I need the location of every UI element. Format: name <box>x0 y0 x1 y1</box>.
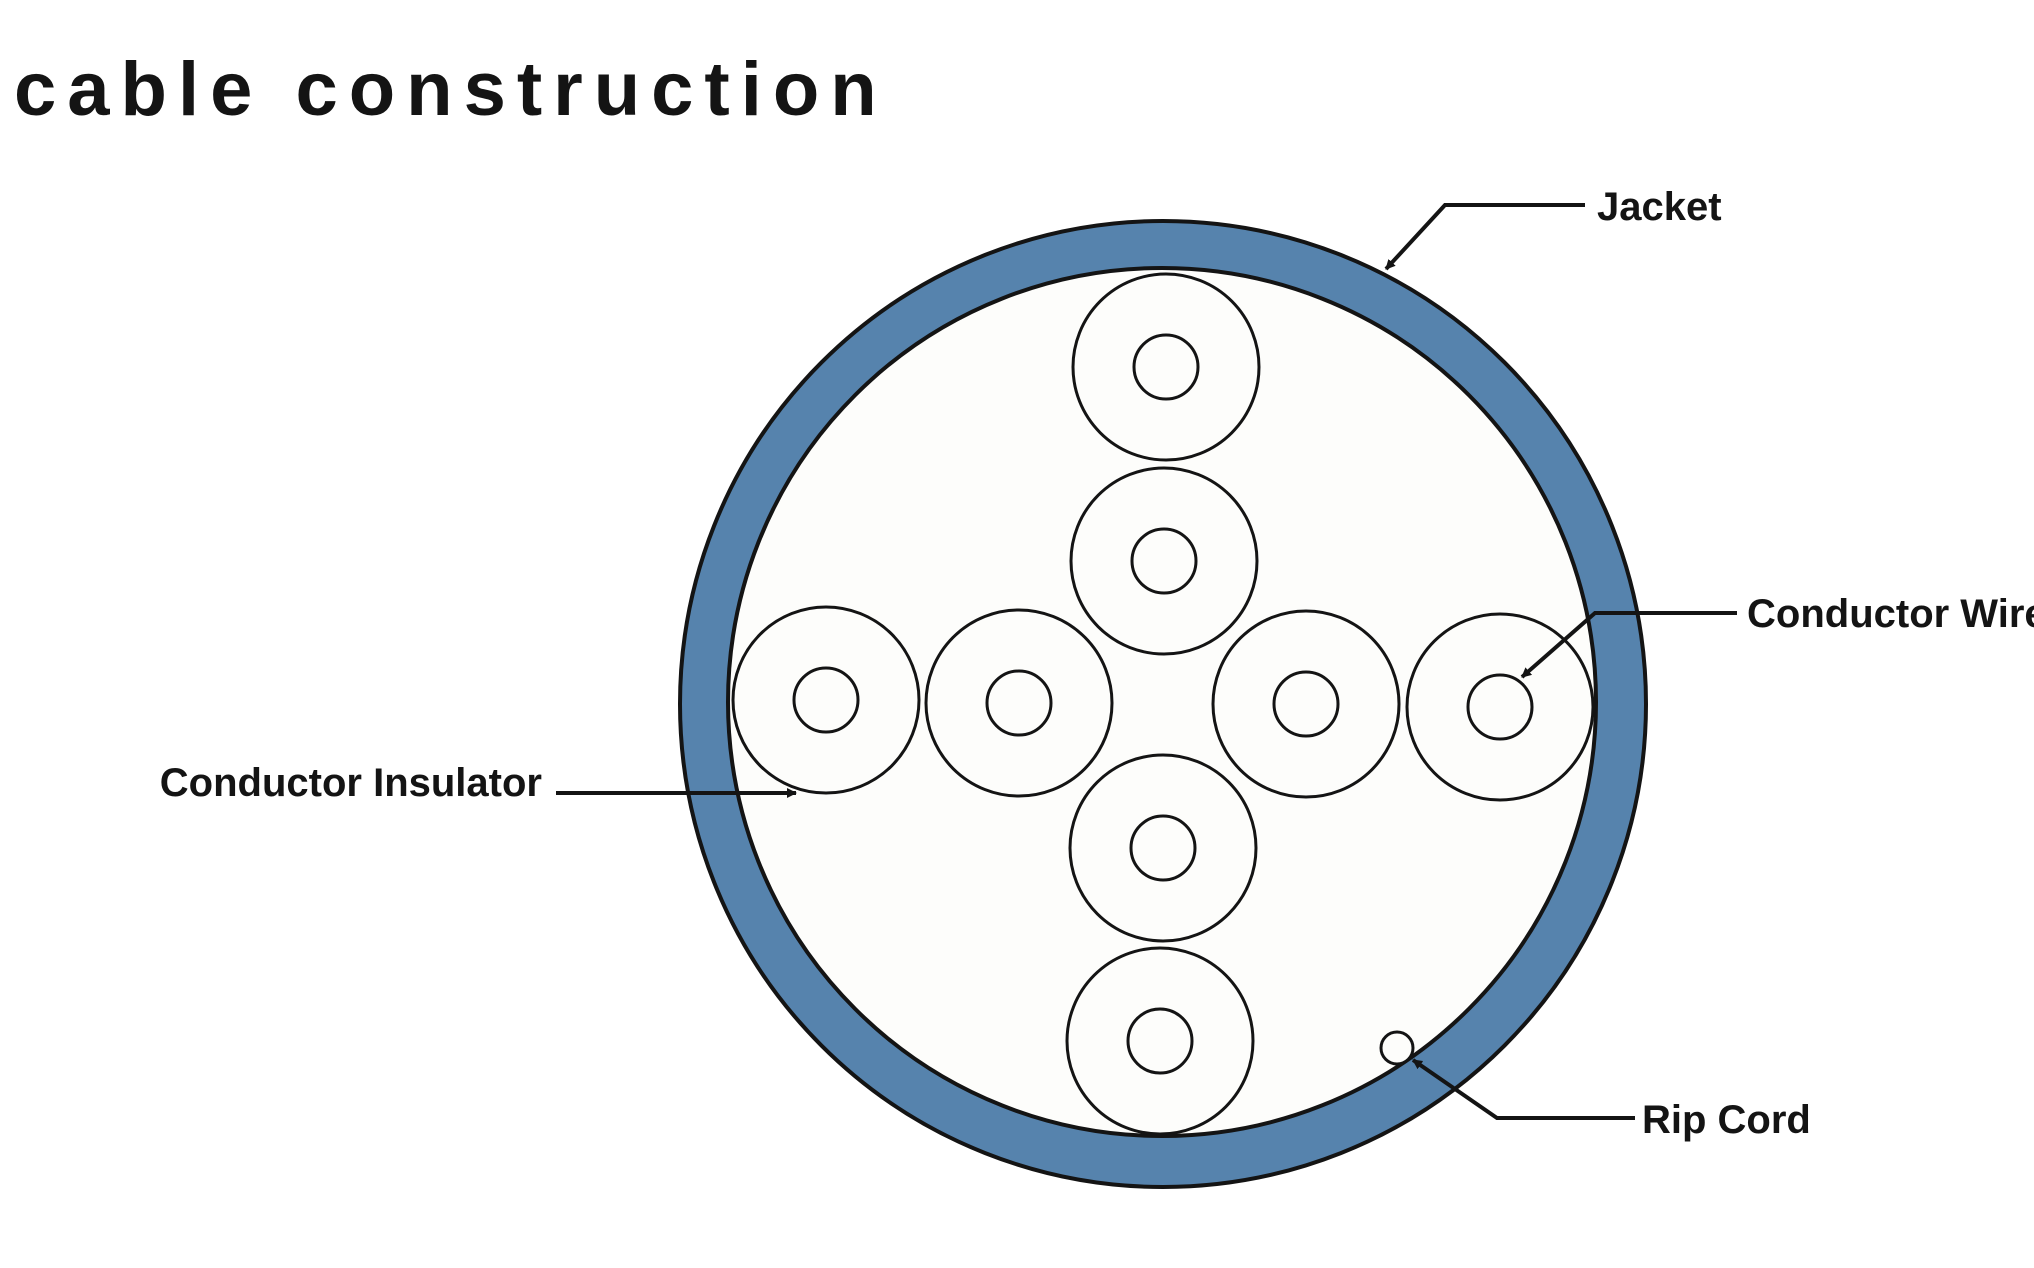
page-title: cable construction <box>14 47 888 132</box>
conductor-wire <box>1126 1007 1194 1075</box>
conductor-wire <box>1129 814 1197 882</box>
conductor <box>1211 609 1401 799</box>
conductor-wire-label: Conductor Wire <box>1747 592 2034 636</box>
rip-cord <box>1379 1030 1415 1066</box>
rip-cord-leader-arrow <box>1411 1058 1635 1120</box>
conductor <box>1069 466 1259 656</box>
conductor <box>1068 753 1258 943</box>
rip-cord-label: Rip Cord <box>1642 1098 1811 1142</box>
conductor-wire <box>1130 527 1198 595</box>
conductor-insulator-label: Conductor Insulator <box>160 761 542 805</box>
conductor <box>731 605 921 795</box>
cable-core <box>726 266 1598 1138</box>
conductor-wire <box>792 666 860 734</box>
conductor <box>1065 946 1255 1136</box>
conductor <box>1071 272 1261 462</box>
conductor-wire <box>1272 670 1340 738</box>
jacket-leader-arrow <box>1384 203 1585 271</box>
conductor-wire <box>1132 333 1200 401</box>
conductor-wire <box>985 669 1053 737</box>
conductor-wire-leader-arrow <box>1520 611 1737 679</box>
jacket-label: Jacket <box>1597 185 1722 229</box>
conductor <box>1405 612 1595 802</box>
conductor-wire <box>1466 673 1534 741</box>
conductor <box>924 608 1114 798</box>
